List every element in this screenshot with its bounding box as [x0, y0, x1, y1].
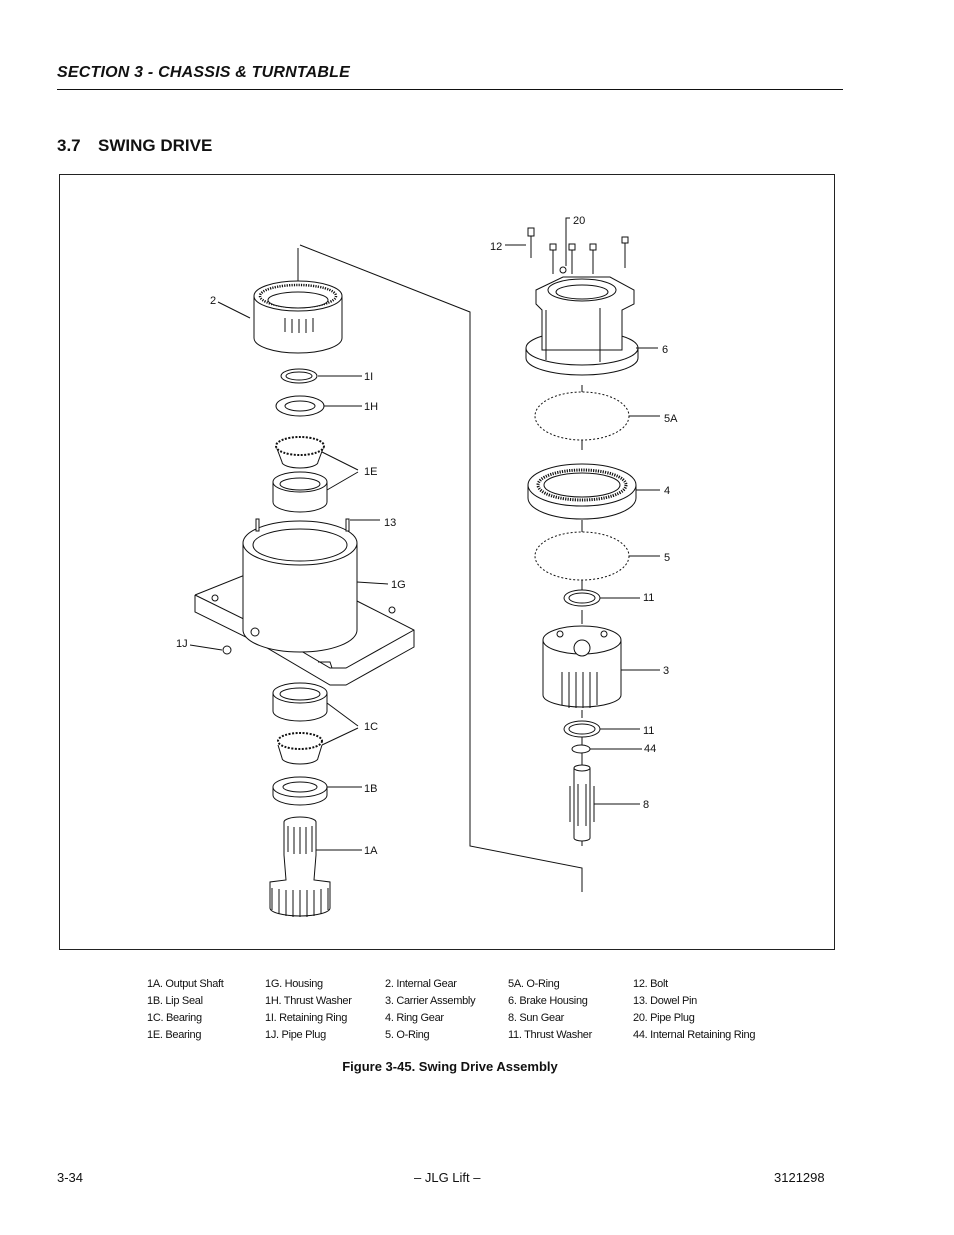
- legend-column-2: 1G. Housing 1H. Thrust Washer 1I. Retain…: [265, 976, 352, 1044]
- callout-1e: 1E: [364, 466, 377, 478]
- legend-item: 1B. Lip Seal: [147, 995, 203, 1007]
- ring-gear-part: [527, 463, 637, 520]
- legend-item: 1G. Housing: [265, 978, 323, 990]
- legend-item: 2. Internal Gear: [385, 978, 457, 990]
- callout-1i: 1I: [364, 371, 373, 383]
- callout-1a: 1A: [364, 845, 378, 857]
- callout-1b: 1B: [364, 783, 377, 795]
- callout-2: 2: [210, 295, 216, 307]
- output-shaft-part: [269, 816, 331, 917]
- legend-column-4: 5A. O-Ring 6. Brake Housing 8. Sun Gear …: [508, 976, 592, 1044]
- legend-item: 44. Internal Retaining Ring: [633, 1029, 756, 1041]
- callout-4: 4: [664, 485, 670, 497]
- callout-5a: 5A: [664, 413, 678, 425]
- housing-part: [194, 520, 415, 686]
- carrier-assembly-part: [542, 625, 622, 708]
- figure-frame: [59, 174, 835, 950]
- callout-20: 20: [573, 215, 585, 227]
- bolts-part: [527, 227, 629, 274]
- legend-item: 1J. Pipe Plug: [265, 1029, 326, 1041]
- legend-item: 1I. Retaining Ring: [265, 1012, 348, 1024]
- sun-gear-part: [569, 764, 595, 842]
- footer-publisher: – JLG Lift –: [414, 1170, 481, 1185]
- legend-item: 3. Carrier Assembly: [385, 995, 476, 1007]
- callout-3: 3: [663, 665, 669, 677]
- brake-housing-part: [525, 276, 639, 376]
- callout-11-upper: 11: [643, 592, 654, 604]
- legend-item: 13. Dowel Pin: [633, 995, 697, 1007]
- page-number: 3-34: [57, 1170, 84, 1185]
- section-title: 3.7 SWING DRIVE: [57, 136, 212, 156]
- legend-item: 1A. Output Shaft: [147, 978, 224, 990]
- figure-caption: Figure 3-45. Swing Drive Assembly: [342, 1059, 558, 1074]
- section-header: SECTION 3 - CHASSIS & TURNTABLE: [57, 64, 351, 81]
- callout-8: 8: [643, 799, 649, 811]
- legend-item: 1E. Bearing: [147, 1029, 202, 1041]
- legend-item: 1C. Bearing: [147, 1012, 202, 1024]
- section-number: 3.7: [57, 136, 81, 155]
- internal-gear-part: [253, 280, 343, 354]
- legend-item: 12. Bolt: [633, 978, 668, 990]
- header-rule: [57, 89, 843, 90]
- legend-item: 20. Pipe Plug: [633, 1012, 695, 1024]
- callout-13: 13: [384, 517, 396, 529]
- section-title-text: SWING DRIVE: [98, 136, 213, 155]
- callout-5: 5: [664, 552, 670, 564]
- legend-item: 4. Ring Gear: [385, 1012, 444, 1024]
- legend-item: 1H. Thrust Washer: [265, 995, 352, 1007]
- legend-column-1: 1A. Output Shaft 1B. Lip Seal 1C. Bearin…: [147, 976, 224, 1044]
- callout-11-lower: 11: [643, 725, 654, 737]
- document-number: 3121298: [774, 1170, 825, 1185]
- callout-6: 6: [662, 344, 668, 356]
- legend-item: 5. O-Ring: [385, 1029, 430, 1041]
- legend-column-3: 2. Internal Gear 3. Carrier Assembly 4. …: [385, 976, 476, 1044]
- legend-column-5: 12. Bolt 13. Dowel Pin 20. Pipe Plug 44.…: [633, 976, 755, 1044]
- callout-44: 44: [644, 743, 656, 755]
- callout-12: 12: [490, 241, 502, 253]
- legend-item: 6. Brake Housing: [508, 995, 588, 1007]
- legend-item: 11. Thrust Washer: [508, 1029, 592, 1041]
- callout-1c: 1C: [364, 721, 378, 733]
- legend-item: 8. Sun Gear: [508, 1012, 565, 1024]
- callout-1g: 1G: [391, 579, 406, 591]
- legend-item: 5A. O-Ring: [508, 978, 560, 990]
- callout-1h: 1H: [364, 401, 378, 413]
- callout-1j: 1J: [176, 638, 188, 650]
